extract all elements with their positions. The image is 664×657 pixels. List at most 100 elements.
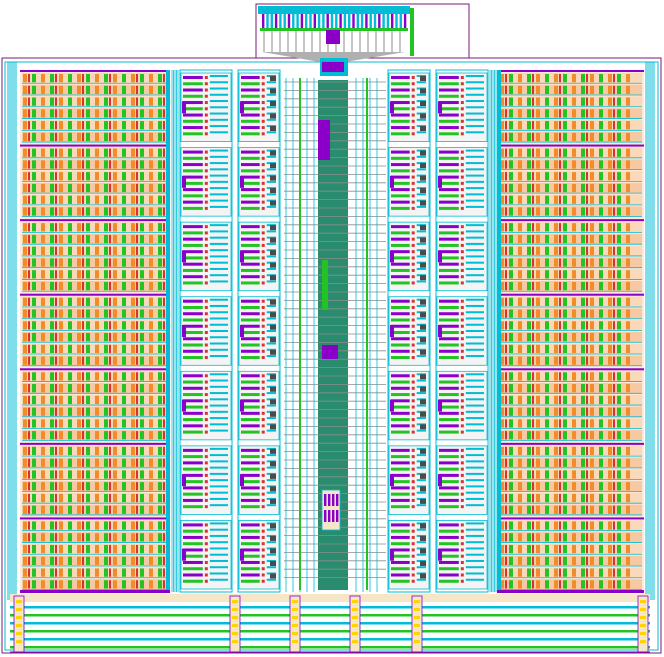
bitcell (32, 85, 36, 95)
poly-gate (136, 470, 138, 479)
bitcell (86, 270, 90, 279)
bitcell (131, 521, 135, 530)
bitcell (581, 160, 585, 169)
decoder-contact (411, 430, 415, 434)
bitcell (572, 121, 576, 130)
decoder-contact (411, 380, 415, 384)
bitcell (608, 109, 612, 118)
poly-gate (532, 207, 534, 216)
poly-gate (82, 407, 84, 416)
bitcell (545, 297, 549, 306)
poly-gate (82, 493, 84, 503)
bitcell (59, 309, 63, 318)
poly-gate (505, 580, 507, 589)
bitcell (77, 172, 81, 181)
bitcell (626, 74, 630, 83)
decoder-contact (204, 461, 208, 465)
bitcell (527, 446, 531, 456)
decoder-gate (391, 343, 410, 347)
decoder-route (465, 304, 484, 307)
decoder-contact (261, 473, 265, 477)
poly-gate (28, 395, 30, 405)
decoder-gate (183, 243, 203, 247)
poly-gate (559, 258, 561, 267)
bitcell (590, 109, 594, 118)
bitcell (518, 372, 522, 381)
bitcell (32, 258, 36, 267)
decoder-contact (460, 535, 464, 539)
bitcell (608, 470, 612, 479)
poly-gate (559, 85, 561, 95)
bitcell (572, 297, 576, 306)
decoder-via-stack (270, 150, 276, 156)
decoder-gate (439, 262, 459, 266)
bitcell (608, 183, 612, 193)
decoder-route (465, 224, 484, 227)
decoder-gate (183, 132, 203, 136)
decoder-contact (261, 262, 265, 266)
poly-gate (136, 544, 138, 554)
decoder-contact (460, 281, 464, 285)
bitcell (131, 493, 135, 503)
decoder-route (266, 553, 276, 556)
decoder-gate (241, 411, 260, 415)
decoder-contact (411, 188, 415, 192)
bitcell (599, 297, 603, 306)
decoder-gate (183, 560, 203, 564)
bitcell (581, 97, 585, 106)
poly-gate (109, 333, 111, 342)
bitcell (500, 395, 504, 405)
bitcell (599, 407, 603, 416)
decoder-gate (183, 505, 203, 509)
decoder-route (266, 466, 276, 469)
decoder-gate (183, 535, 203, 539)
decoder-via-stack (270, 448, 276, 454)
poly-gate (163, 556, 165, 565)
power-rail (10, 622, 650, 625)
decoder-contact (411, 424, 415, 428)
bitcell (131, 321, 135, 330)
bitcell (50, 407, 54, 416)
decoder-contact (204, 243, 208, 247)
decoder-route (416, 131, 426, 134)
decoder-route (209, 304, 228, 307)
poly-gate (82, 148, 84, 157)
decoder-contact (261, 424, 265, 428)
decoder-gate (391, 554, 410, 558)
decoder-contact (261, 529, 265, 533)
pad-via (414, 640, 420, 643)
decoder-strap (438, 548, 442, 561)
bitcell (149, 74, 153, 83)
poly-gate (559, 458, 561, 467)
bitcell (23, 223, 27, 232)
buffer-finger (324, 494, 327, 506)
decoder-gate (439, 76, 459, 79)
bitcell (59, 431, 63, 440)
poly-gate (613, 521, 615, 530)
bitcell-row (499, 73, 642, 84)
bitcell (599, 568, 603, 577)
decoder-gate (183, 399, 203, 403)
left-array (20, 70, 170, 593)
decoder-contact (460, 331, 464, 334)
bitcell (149, 183, 153, 193)
bitcell (131, 407, 135, 416)
bitcell (50, 183, 54, 193)
bitcell (509, 431, 513, 440)
decoder-gate (183, 250, 203, 254)
pad-via (414, 600, 420, 603)
bitcell (626, 297, 630, 306)
bitcell (140, 246, 144, 255)
bitcell (68, 356, 72, 365)
bitcell (590, 172, 594, 181)
poly-gate (559, 195, 561, 204)
poly-gate (586, 407, 588, 416)
poly-gate (28, 333, 30, 342)
bitcell (545, 493, 549, 503)
bitcell (86, 482, 90, 491)
bitcell (599, 74, 603, 83)
bitcell (572, 344, 576, 354)
bitcell (41, 344, 45, 354)
bitcell (626, 97, 630, 106)
poly-gate (613, 458, 615, 467)
